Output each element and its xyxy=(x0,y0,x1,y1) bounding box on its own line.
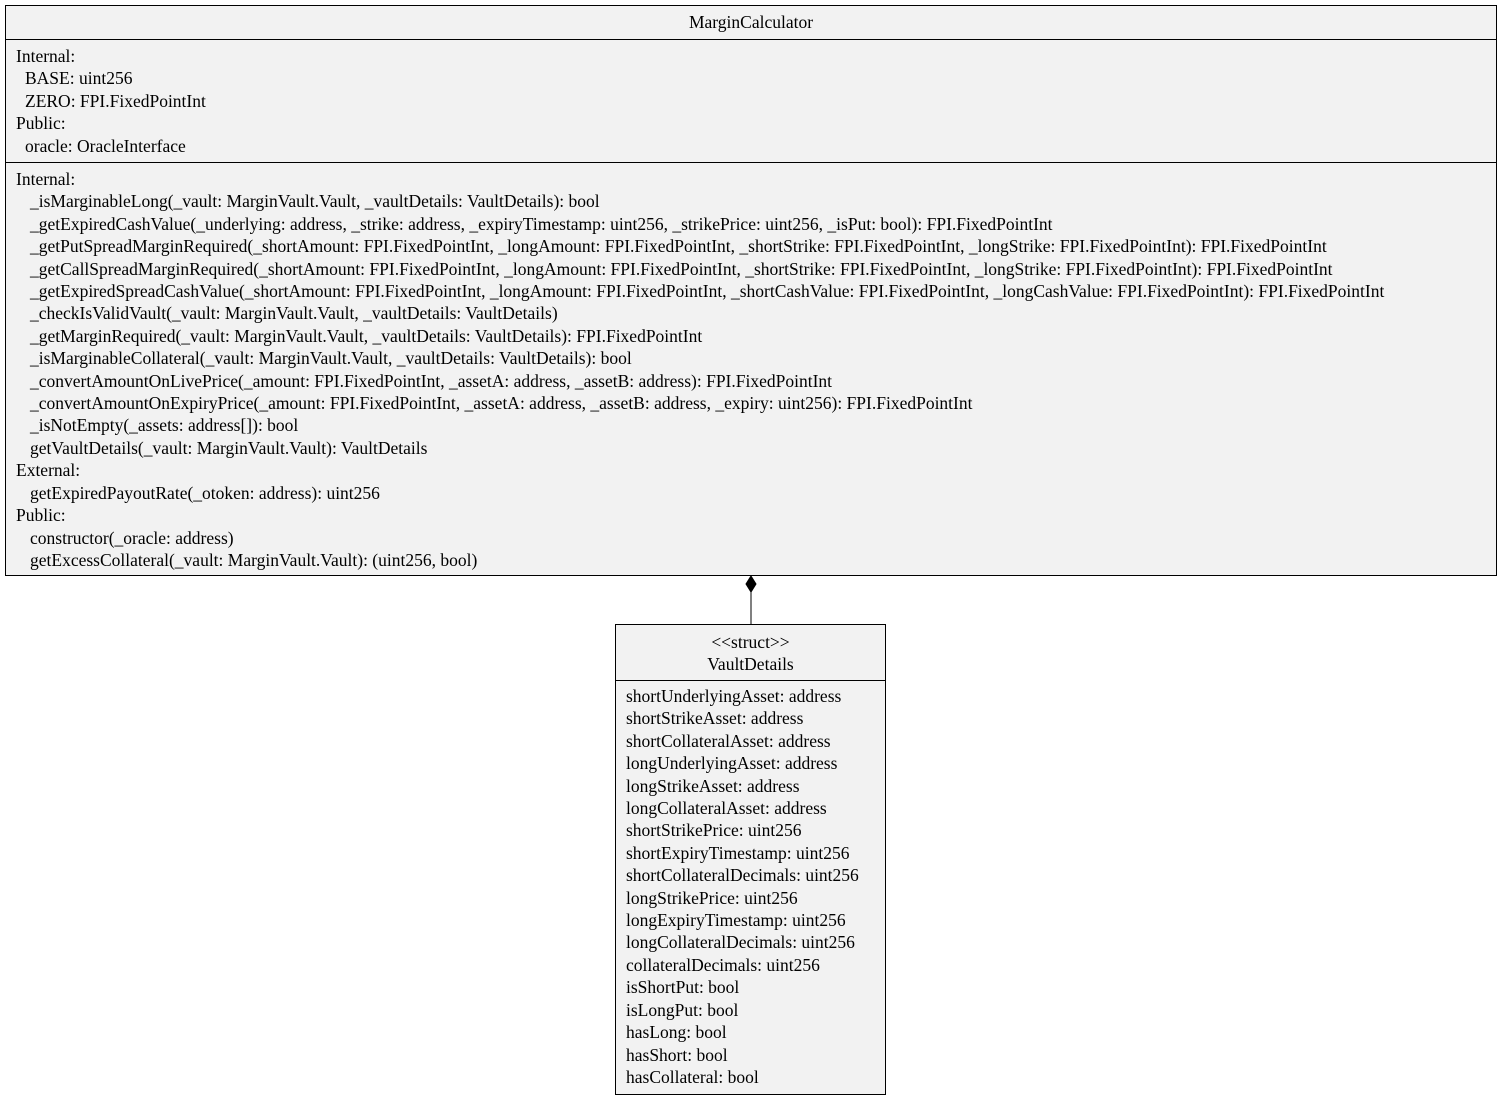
field-item: shortCollateralDecimals: uint256 xyxy=(626,865,859,886)
field-item: hasCollateral: bool xyxy=(626,1066,759,1087)
field-item: isLongPut: bool xyxy=(626,999,739,1020)
operation-item: getExcessCollateral(_vault: MarginVault.… xyxy=(30,549,478,570)
field-item: longStrikePrice: uint256 xyxy=(626,887,798,908)
attribute-item: BASE: uint256 xyxy=(25,68,133,89)
fields-compartment: shortUnderlyingAsset: address shortStrik… xyxy=(616,681,885,1088)
field-item: longStrikeAsset: address xyxy=(626,775,800,796)
field-item: hasShort: bool xyxy=(626,1044,728,1065)
visibility-label: Internal: xyxy=(16,46,76,66)
field-item: longCollateralDecimals: uint256 xyxy=(626,932,855,953)
visibility-label: Public: xyxy=(16,113,66,134)
operation-item: _getCallSpreadMarginRequired(_shortAmoun… xyxy=(30,258,1333,279)
operation-item: _getPutSpreadMarginRequired(_shortAmount… xyxy=(30,236,1327,257)
struct-header: <<struct>> VaultDetails xyxy=(616,625,885,681)
operation-item: _convertAmountOnExpiryPrice(_amount: FPI… xyxy=(30,393,973,414)
margincalculator-class-box[interactable]: MarginCalculator Internal: BASE: uint256… xyxy=(5,5,1497,576)
field-item: hasLong: bool xyxy=(626,1022,727,1043)
operation-item: _getMarginRequired(_vault: MarginVault.V… xyxy=(30,325,703,346)
composition-diamond-icon xyxy=(745,575,757,593)
attribute-item: oracle: OracleInterface xyxy=(25,135,186,156)
class-name: MarginCalculator xyxy=(6,6,1496,40)
operation-item: getExpiredPayoutRate(_otoken: address): … xyxy=(30,482,380,503)
field-item: longCollateralAsset: address xyxy=(626,798,827,819)
field-item: shortStrikeAsset: address xyxy=(626,708,804,729)
field-item: longUnderlyingAsset: address xyxy=(626,753,838,774)
field-item: shortStrikePrice: uint256 xyxy=(626,820,802,841)
operation-item: constructor(_oracle: address) xyxy=(30,527,234,548)
operation-item: getVaultDetails(_vault: MarginVault.Vaul… xyxy=(30,437,428,458)
operation-item: _convertAmountOnLivePrice(_amount: FPI.F… xyxy=(30,370,833,391)
visibility-label: Public: xyxy=(16,505,66,526)
field-item: collateralDecimals: uint256 xyxy=(626,954,820,975)
operation-item: _isMarginableLong(_vault: MarginVault.Va… xyxy=(30,191,600,212)
operation-item: _getExpiredCashValue(_underlying: addres… xyxy=(30,213,1053,234)
visibility-label: External: xyxy=(16,460,81,481)
field-item: isShortPut: bool xyxy=(626,977,740,998)
visibility-label: Internal: xyxy=(16,169,76,189)
field-item: shortCollateralAsset: address xyxy=(626,730,831,751)
operation-item: _isMarginableCollateral(_vault: MarginVa… xyxy=(30,348,632,369)
field-item: shortExpiryTimestamp: uint256 xyxy=(626,842,850,863)
attribute-item: ZERO: FPI.FixedPointInt xyxy=(25,90,206,111)
struct-name: VaultDetails xyxy=(707,654,794,674)
stereotype-label: <<struct>> xyxy=(711,632,790,652)
operations-compartment: Internal: _isMarginableLong(_vault: Marg… xyxy=(6,163,1496,571)
operation-item: _getExpiredSpreadCashValue(_shortAmount:… xyxy=(30,281,1385,302)
vaultdetails-struct-box[interactable]: <<struct>> VaultDetails shortUnderlyingA… xyxy=(615,624,886,1095)
attributes-compartment: Internal: BASE: uint256 ZERO: FPI.FixedP… xyxy=(6,40,1496,163)
field-item: longExpiryTimestamp: uint256 xyxy=(626,910,846,931)
operation-item: _checkIsValidVault(_vault: MarginVault.V… xyxy=(30,303,558,324)
field-item: shortUnderlyingAsset: address xyxy=(626,686,842,706)
operation-item: _isNotEmpty(_assets: address[]): bool xyxy=(30,415,299,436)
